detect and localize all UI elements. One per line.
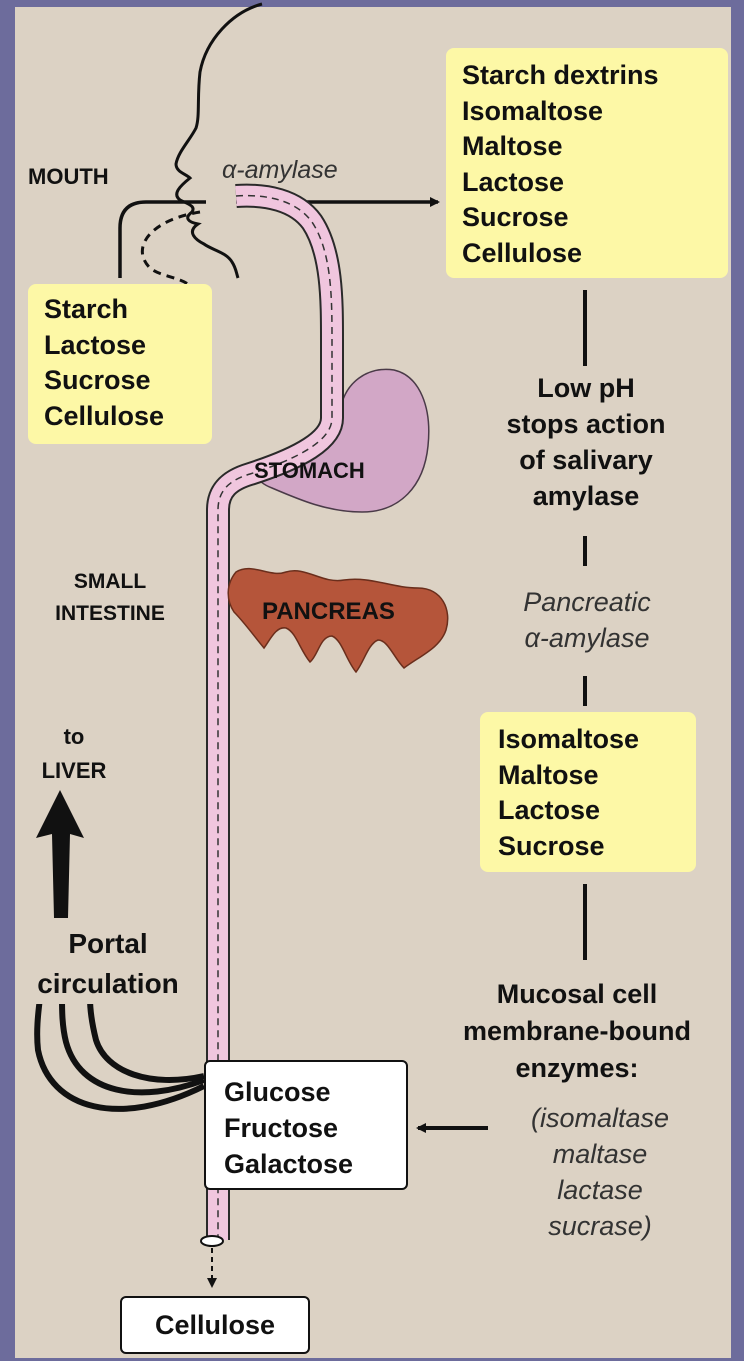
pancreatic-product-item: Lactose: [498, 793, 696, 829]
mouth-label: MOUTH: [28, 164, 109, 190]
stomach-label: STOMACH: [254, 458, 365, 484]
mucosal-line: enzymes:: [420, 1050, 734, 1087]
monosaccharide-item: Galactose: [224, 1146, 406, 1182]
head-profile-outline: [176, 4, 262, 278]
mouth-product-item: Sucrose: [462, 200, 728, 236]
mucosal-line: membrane-bound: [420, 1013, 734, 1050]
monosaccharide-item: Fructose: [224, 1110, 406, 1146]
pancreatic-amylase-text: Pancreatic α-amylase: [480, 584, 694, 656]
ingested-carbohydrates-box: Starch Lactose Sucrose Cellulose: [28, 284, 212, 444]
pancreas-label: PANCREAS: [262, 598, 395, 626]
pancreatic-product-item: Sucrose: [498, 829, 696, 865]
to-liver-label: to LIVER: [22, 720, 126, 788]
small-intestine-line-1: SMALL: [30, 566, 190, 598]
low-ph-line: amylase: [470, 478, 702, 514]
portal-vessel-3: [90, 998, 204, 1080]
pancreatic-line: Pancreatic: [480, 584, 694, 620]
enzymes-list-text: (isomaltase maltase lactase sucrase): [490, 1100, 710, 1244]
small-intestine-line-2: INTESTINE: [30, 598, 190, 630]
mouth-products-box: Starch dextrins Isomaltose Maltose Lacto…: [446, 48, 728, 278]
mouth-product-item: Starch dextrins: [462, 58, 728, 94]
low-ph-line: Low pH: [470, 370, 702, 406]
portal-circulation-label: Portal circulation: [16, 924, 200, 1004]
mouth-product-item: Isomaltose: [462, 94, 728, 130]
ingested-item: Lactose: [44, 328, 212, 364]
excreted-cellulose-box: Cellulose: [120, 1296, 310, 1354]
liver-label: LIVER: [22, 754, 126, 788]
low-ph-line: of salivary: [470, 442, 702, 478]
enzyme-line: lactase: [490, 1172, 710, 1208]
alpha-amylase-label: α-amylase: [222, 156, 338, 185]
enzyme-line: sucrase): [490, 1208, 710, 1244]
portal-line-1: Portal: [16, 924, 200, 964]
pancreatic-product-item: Isomaltose: [498, 722, 696, 758]
ingested-item: Cellulose: [44, 399, 212, 435]
low-ph-line: stops action: [470, 406, 702, 442]
excreted-cellulose-label: Cellulose: [122, 1298, 308, 1352]
mouth-product-item: Maltose: [462, 129, 728, 165]
ingested-item: Sucrose: [44, 363, 212, 399]
to-liver-arrow: [36, 790, 84, 918]
monosaccharides-box: Glucose Fructose Galactose: [204, 1060, 408, 1190]
pancreatic-products-box: Isomaltose Maltose Lactose Sucrose: [480, 712, 696, 872]
pancreatic-product-item: Maltose: [498, 758, 696, 794]
ingested-item: Starch: [44, 292, 212, 328]
enzyme-line: (isomaltase: [490, 1100, 710, 1136]
monosaccharide-item: Glucose: [224, 1074, 406, 1110]
enzyme-line: maltase: [490, 1136, 710, 1172]
mouth-product-item: Lactose: [462, 165, 728, 201]
mucosal-line: Mucosal cell: [420, 976, 734, 1013]
pancreatic-line: α-amylase: [480, 620, 694, 656]
small-intestine-label: SMALL INTESTINE: [30, 566, 190, 630]
mouth-product-item: Cellulose: [462, 236, 728, 272]
low-ph-text: Low pH stops action of salivary amylase: [470, 370, 702, 514]
tube-end: [201, 1236, 223, 1246]
portal-line-2: circulation: [16, 964, 200, 1004]
to-label: to: [22, 720, 126, 754]
mucosal-enzymes-text: Mucosal cell membrane-bound enzymes:: [420, 976, 734, 1087]
